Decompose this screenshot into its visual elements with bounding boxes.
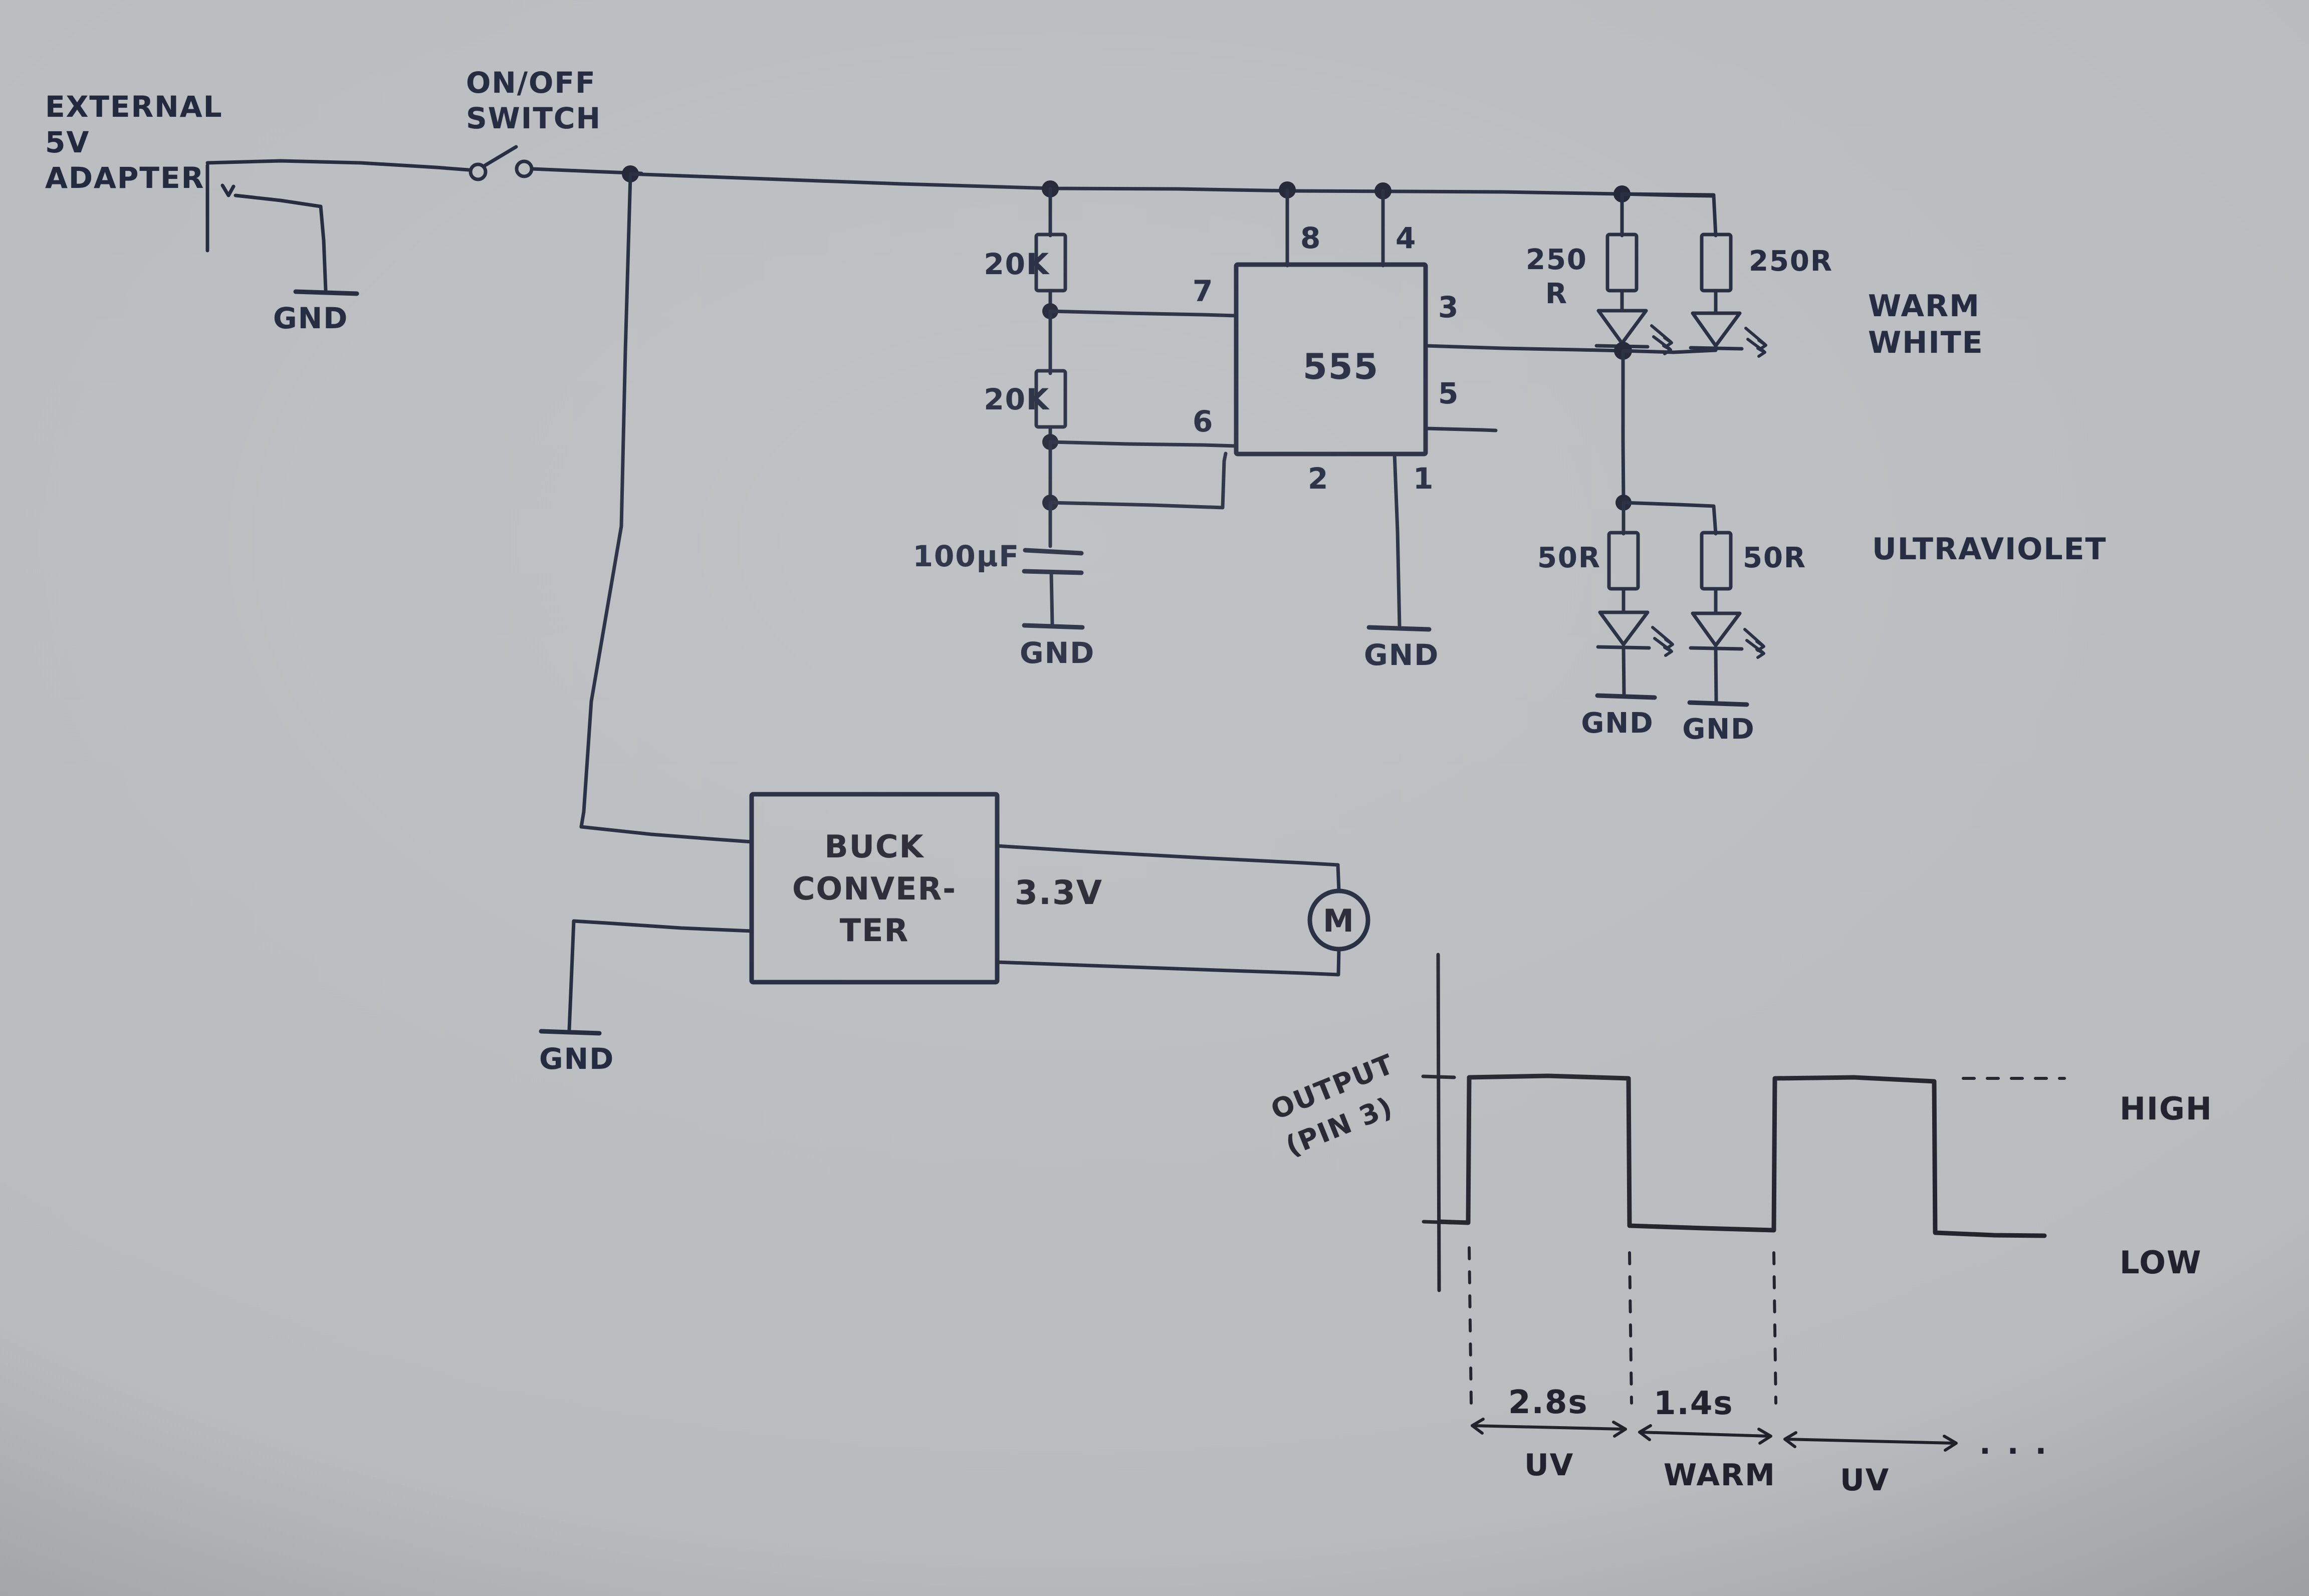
gnd-symbol-adapter xyxy=(293,289,359,296)
waveform-high-tick xyxy=(1421,1074,1456,1079)
waveform-continuation-label: · · · xyxy=(1979,1434,2050,1469)
wire-buck-out-bottom xyxy=(995,960,1340,977)
ultraviolet-label: ULTRAVIOLET xyxy=(1872,532,2107,567)
pin-4-label: 4 xyxy=(1396,221,1417,255)
resistor-50r-left-label: 50R xyxy=(1537,542,1601,574)
waveform-measure-warm xyxy=(1638,1424,1772,1445)
switch-blade xyxy=(483,145,518,167)
wire-to-pin6 xyxy=(1048,440,1238,448)
waveform-phase-warm-label: WARM xyxy=(1664,1458,1776,1493)
waveform-phase-uv-2-label: UV xyxy=(1840,1463,1890,1498)
waveform-duration-uv-label: 2.8s xyxy=(1508,1384,1588,1421)
resistor-20k-bottom-label: 20K xyxy=(984,382,1050,416)
gnd-symbol-cap xyxy=(1022,623,1085,630)
led-uv-2 xyxy=(1689,611,1765,704)
waveform-drop-3 xyxy=(1772,1251,1777,1405)
waveform-y-axis xyxy=(1436,953,1441,1292)
resistor-20k-top-label: 20K xyxy=(984,247,1050,281)
pin-7-label: 7 xyxy=(1193,274,1214,308)
waveform-phase-uv-1-label: UV xyxy=(1524,1448,1574,1483)
wire-buck-out-top xyxy=(995,844,1340,867)
onoff-switch-label: ON/OFF SWITCH xyxy=(466,66,601,135)
resistor-250r-left-label: 250 R xyxy=(1526,244,1587,311)
resistor-50r-left xyxy=(1607,531,1640,591)
wire-buck-gnd-in xyxy=(567,919,754,1032)
capacitor-label: 100µF xyxy=(912,539,1020,573)
pin-1-label: 1 xyxy=(1413,462,1435,496)
uv-gnd-2-label: GND xyxy=(1682,713,1755,746)
pin-3-label: 3 xyxy=(1438,290,1460,324)
ic555-label: 555 xyxy=(1303,346,1379,387)
wire-pin3-output xyxy=(1424,344,1626,353)
wire-uv-bridge xyxy=(1622,501,1718,536)
waveform-drop-2 xyxy=(1628,1251,1633,1405)
wire-cap-to-gnd xyxy=(1049,571,1054,626)
waveform-measure-uv2 xyxy=(1783,1431,1958,1452)
waveform-drop-1 xyxy=(1468,1246,1473,1405)
wire-warm-bridge xyxy=(1620,192,1718,238)
rail-5v xyxy=(628,172,1716,197)
led-warm-white-1 xyxy=(1594,309,1673,355)
waveform-high-label: HIGH xyxy=(2120,1090,2213,1127)
wire-to-pin7 xyxy=(1048,309,1238,318)
wire-adapter-gnd xyxy=(234,193,328,293)
buck-output-voltage-label: 3.3V xyxy=(1015,873,1103,912)
switch-contact-right xyxy=(515,159,534,178)
wire-to-pin2 xyxy=(1048,451,1228,510)
uv-gnd-1-label: GND xyxy=(1581,707,1654,740)
adapter-gnd-label: GND xyxy=(273,301,349,335)
resistor-250r-left xyxy=(1605,233,1639,293)
pin-5-label: 5 xyxy=(1438,376,1460,410)
resistor-250r-right xyxy=(1700,233,1733,293)
wire-to-uv-node xyxy=(1621,349,1626,503)
pin-2-label: 2 xyxy=(1308,462,1329,496)
wire-pin1-gnd xyxy=(1393,452,1402,628)
waveform-duration-warm-label: 1.4s xyxy=(1654,1385,1734,1422)
resistor-50r-right xyxy=(1700,531,1733,591)
capacitor-plate-top xyxy=(1023,548,1084,556)
switch-contact-left xyxy=(469,162,488,181)
wire-adapter-to-switch xyxy=(205,159,471,172)
buck-converter-label: BUCK CONVER- TER xyxy=(792,828,957,949)
motor-label: M xyxy=(1323,902,1355,939)
led-uv-1 xyxy=(1596,610,1674,696)
external-adapter-label: EXTERNAL 5V ADAPTER xyxy=(45,90,223,195)
gnd-symbol-buck xyxy=(539,1029,602,1036)
buck-gnd-label: GND xyxy=(539,1042,615,1076)
wire-pin5-stub xyxy=(1424,426,1498,432)
warm-white-label: WARM WHITE xyxy=(1868,289,1984,361)
ic555-gnd-label: GND xyxy=(1364,638,1440,672)
capacitor-gnd-label: GND xyxy=(1020,636,1095,670)
pin-8-label: 8 xyxy=(1300,221,1322,255)
gnd-symbol-555 xyxy=(1366,625,1432,632)
wire-motor-bottom-lead xyxy=(1336,947,1341,977)
wire-rail-to-buck xyxy=(579,174,632,829)
waveform-trace xyxy=(1437,1073,2047,1238)
wire-buck-input-horizontal xyxy=(579,825,754,844)
waveform-low-label: LOW xyxy=(2120,1244,2202,1281)
wire-warm-cathode-bridge xyxy=(1621,348,1718,354)
gnd-symbol-uv-1 xyxy=(1595,693,1657,700)
pin-6-label: 6 xyxy=(1193,404,1214,438)
resistor-250r-right-label: 250R xyxy=(1749,245,1833,278)
resistor-50r-right-label: 50R xyxy=(1743,542,1807,574)
wire-motor-top-lead xyxy=(1336,863,1341,893)
gnd-symbol-uv-2 xyxy=(1687,700,1749,707)
